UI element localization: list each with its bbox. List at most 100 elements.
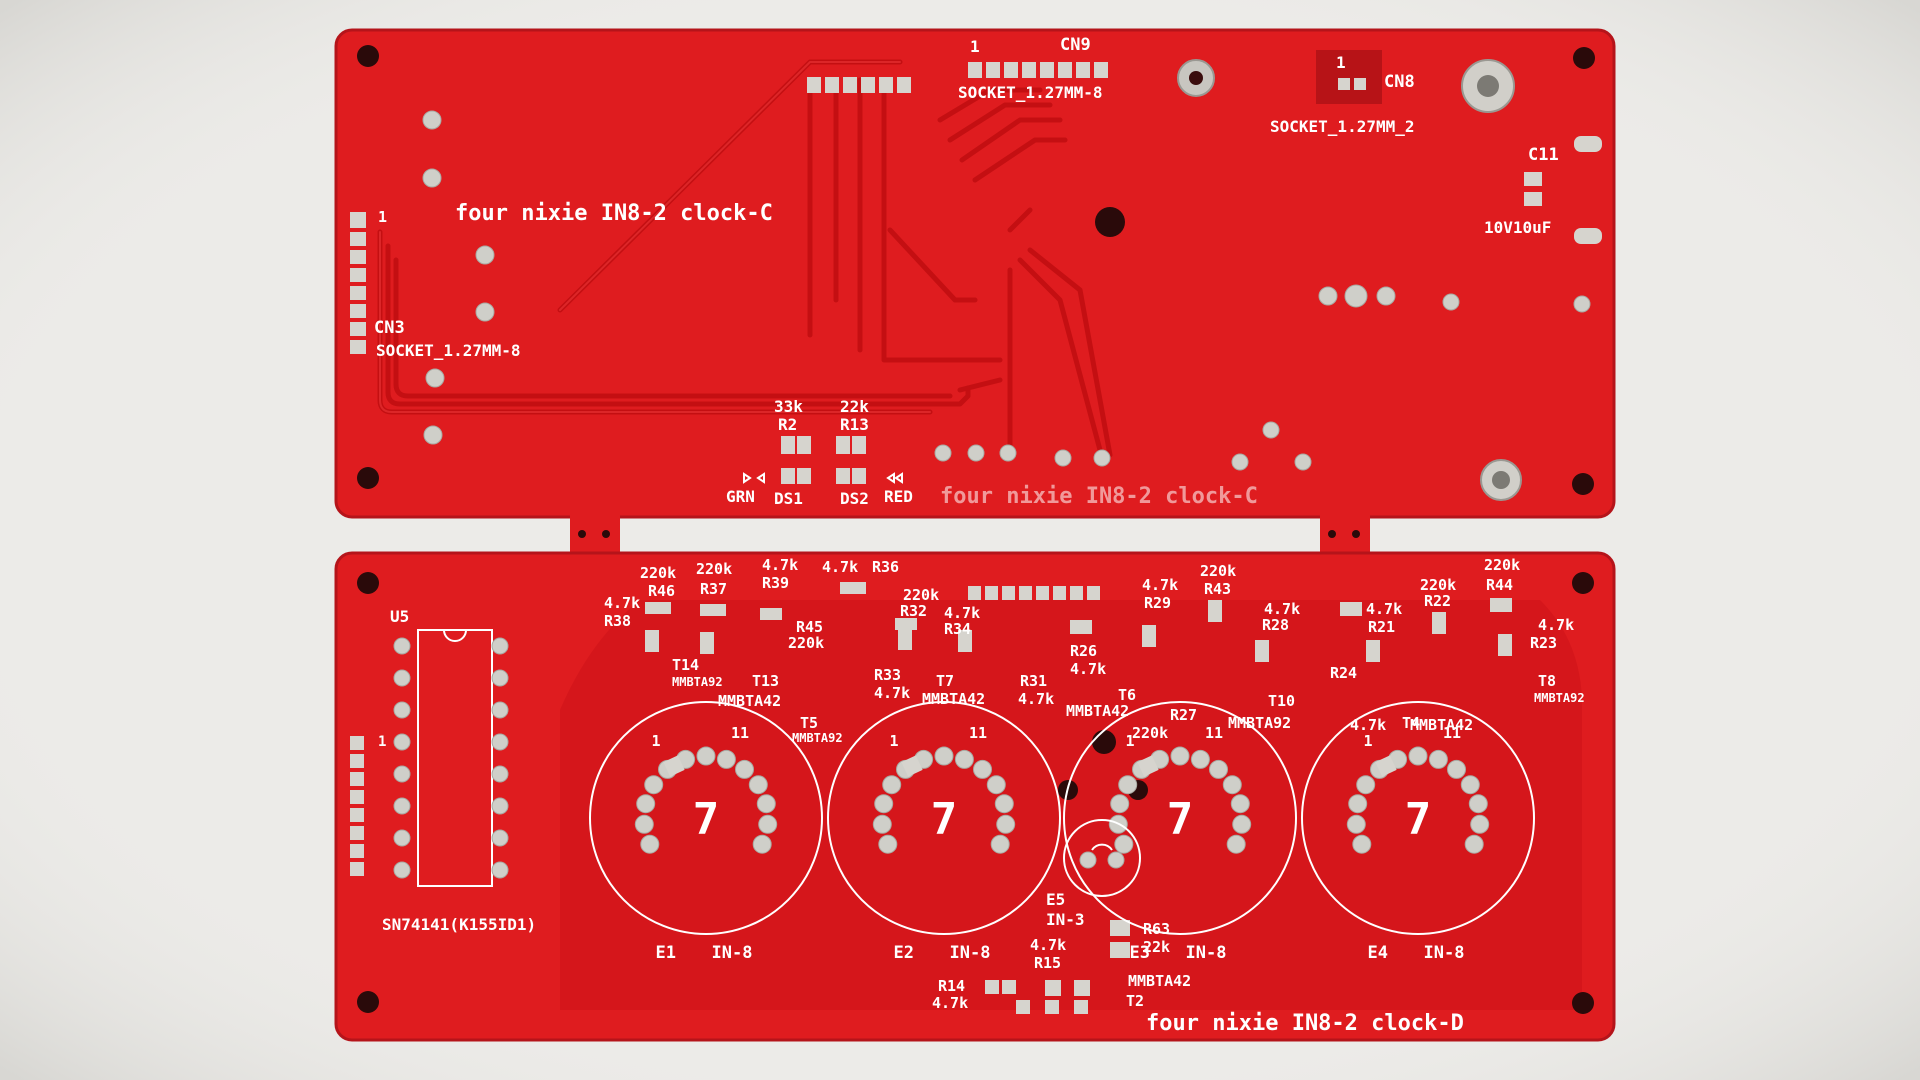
r36-ref: R36: [872, 558, 899, 576]
tube-pin: [634, 814, 654, 834]
u5-part: SN74141(K155ID1): [382, 915, 536, 934]
board-d-smd: [645, 582, 1512, 1014]
tube-pin: [874, 794, 894, 814]
cn3-pin1-label: 1: [378, 208, 387, 226]
r39-value: 4.7k: [762, 556, 798, 574]
r34-value: 4.7k: [944, 604, 980, 622]
tube-pin: [748, 775, 768, 795]
r37-ref: R37: [700, 580, 727, 598]
r28-ref: R28: [1262, 616, 1289, 634]
r33-ref: R33: [874, 666, 901, 684]
t5-part: MMBTA92: [792, 731, 843, 745]
t13-part: MMBTA42: [718, 692, 781, 710]
tube-pin: [758, 814, 778, 834]
tube-pin: [1209, 759, 1228, 779]
tube-digit: 7: [1167, 794, 1194, 845]
tube-pin: [1170, 746, 1190, 766]
r46-ref: R46: [648, 582, 675, 600]
r28-value: 4.7k: [1264, 600, 1300, 618]
tube-pin1-pad: [663, 755, 685, 777]
tube-pin: [1110, 794, 1130, 814]
tube-pin: [986, 775, 1006, 795]
tube-pin: [882, 775, 902, 795]
r26-ref: R26: [1070, 642, 1097, 660]
board-c-mount-holes: [357, 45, 1595, 501]
t10-ref: T10: [1268, 692, 1295, 710]
board-c-smd: [781, 136, 1602, 484]
cn3-ref: CN3: [374, 318, 405, 338]
tube-pin1-label: 1: [1125, 732, 1134, 750]
board-c-substrate: [334, 28, 1616, 519]
r31-value: 4.7k: [1018, 690, 1054, 708]
r21-value: 4.7k: [1366, 600, 1402, 618]
tube-pin: [716, 749, 736, 769]
t2-ref: T2: [1126, 992, 1144, 1010]
r38-value: 4.7k: [604, 594, 640, 612]
tube-outline: [1301, 701, 1535, 935]
tube-pin1-label: 1: [651, 732, 660, 750]
board-c-silk: four nixie IN8-2 clock-C four nixie IN8-…: [374, 35, 1559, 509]
tube-pin11-label: 11: [731, 724, 749, 742]
tube-pin: [1232, 814, 1252, 834]
ds2-ref: DS2: [840, 489, 869, 508]
r29-value: 4.7k: [1142, 576, 1178, 594]
top-header-d: [968, 586, 1100, 600]
r2-value: 33k: [774, 397, 803, 416]
top-pin-row: [807, 77, 911, 93]
r14-value: 4.7k: [932, 994, 968, 1012]
tube-pin1-pad: [1375, 755, 1397, 777]
tube-digit: 7: [1405, 794, 1432, 845]
board-c-traces: [377, 59, 1113, 458]
t14-part: MMBTA92: [672, 675, 723, 689]
tube-pin: [996, 814, 1016, 834]
e5-neon-footprint: [1063, 819, 1141, 897]
r13-value: 22k: [840, 397, 869, 416]
tube-pin: [1470, 814, 1490, 834]
tube-pin: [1226, 834, 1246, 854]
board-d: 7111E1IN-87111E2IN-87111E3IN-87111E4IN-8…: [334, 551, 1616, 1042]
ds2-color: RED: [884, 487, 913, 506]
r29-ref: R29: [1144, 594, 1171, 612]
tube-pin: [878, 834, 898, 854]
tube-pin: [973, 759, 992, 779]
r63-ref: R63: [1143, 920, 1170, 938]
board-d-copper-pour: [560, 600, 1582, 1010]
board-d-silk: four nixie IN8-2 clock-D U5 1 SN74141(K1…: [378, 556, 1585, 1036]
u5-ref: U5: [390, 607, 409, 626]
u5-pin1-label: 1: [378, 734, 386, 750]
tube-pin: [752, 834, 772, 854]
tube-pin11-label: 11: [969, 724, 987, 742]
cn3-header: [350, 212, 366, 354]
r45-value: 220k: [788, 634, 824, 652]
board-c-title: four nixie IN8-2 clock-C: [455, 201, 773, 226]
c11-value: 10V10uF: [1484, 218, 1551, 237]
u5-pins-left: [393, 637, 411, 879]
tube-pin1-label: 1: [1363, 732, 1372, 750]
t4-part: MMBTA42: [1410, 716, 1473, 734]
tube-pin: [756, 794, 776, 814]
breakaway-tabs: [570, 512, 1370, 556]
tube-pin: [644, 775, 664, 795]
side-header: [350, 736, 364, 876]
tube-pin1-pad: [1137, 755, 1159, 777]
tube-pin: [1356, 775, 1376, 795]
r63-value: 22k: [1143, 938, 1170, 956]
t8-ref: T8: [1538, 672, 1556, 690]
tube-pin: [696, 746, 716, 766]
tube-pin: [1460, 775, 1480, 795]
tube-pin: [1118, 775, 1138, 795]
tube-pin: [1230, 794, 1250, 814]
tube-ref: E2: [894, 943, 914, 963]
tube-pin: [994, 794, 1014, 814]
cn9-header: [968, 62, 1108, 78]
tube-pin: [954, 749, 974, 769]
tube-pin: [636, 794, 656, 814]
r33-value: 4.7k: [874, 684, 910, 702]
tube-digit: 7: [931, 794, 958, 845]
cn3-footprint: SOCKET_1.27MM-8: [376, 341, 521, 360]
tube-pin11-label: 11: [1205, 724, 1223, 742]
tube-pin: [1346, 814, 1366, 834]
